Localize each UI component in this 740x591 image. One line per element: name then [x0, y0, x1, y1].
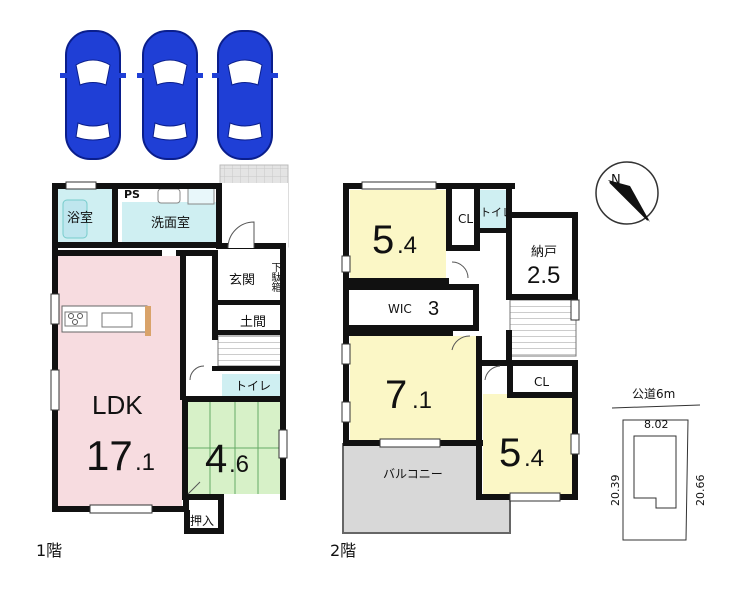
shoe-storage-label: 下駄箱: [269, 262, 280, 292]
balcony-label: バルコニー: [383, 467, 443, 481]
bedroom-sw-size-dec: .1: [412, 387, 432, 414]
closet-label-top: CL: [458, 212, 473, 226]
car-icon: [212, 30, 278, 160]
bedroom-sw: [350, 336, 476, 442]
ldk-label: LDK: [92, 390, 143, 420]
car-icon: [137, 30, 203, 160]
washroom: [122, 202, 216, 242]
site-right-depth: 20.66: [694, 475, 707, 507]
road-label: 公道6m: [632, 387, 675, 401]
ldk-room: [56, 256, 182, 508]
parking-cars: [60, 30, 278, 160]
ldk-size-int: 17: [86, 432, 133, 479]
oshiire-label: 押入: [190, 514, 214, 528]
bedroom-sw-size-int: 7: [385, 373, 407, 417]
wic-label: WIC: [388, 302, 412, 316]
bath-label: 浴室: [67, 210, 93, 226]
closet-label-right: CL: [534, 375, 549, 389]
nando-label: 納戸: [531, 245, 557, 260]
second-floor-label: 2階: [330, 541, 356, 560]
doma-label: 土間: [240, 315, 266, 330]
second-floor-plan: [341, 181, 580, 534]
car-icon: [60, 30, 126, 160]
bedroom-se-size-dec: .4: [524, 445, 544, 472]
toilet-label-first: トイレ: [235, 379, 271, 393]
washitsu-size-dec: .6: [229, 451, 249, 478]
nando-size: 2.5: [527, 262, 560, 289]
bedroom-nw: [350, 190, 446, 278]
site-outline: [611, 404, 701, 541]
first-floor-label: 1階: [36, 541, 62, 560]
north-label: N: [611, 173, 621, 188]
bedroom-se-size-int: 5: [499, 431, 521, 475]
toilet-label-second: トイレ: [480, 206, 513, 219]
bedroom-se: [483, 394, 573, 496]
compass-icon: [595, 161, 659, 225]
first-floor-plan: [50, 164, 289, 534]
wic-size: 3: [428, 298, 439, 320]
bedroom-nw-size-int: 5: [372, 218, 394, 262]
site-left-depth: 20.39: [609, 475, 622, 507]
entrance-label: 玄関: [229, 273, 255, 288]
washroom-label: 洗面室: [151, 215, 190, 231]
wic-room: [350, 290, 476, 326]
bedroom-nw-size-dec: .4: [397, 232, 417, 259]
ps-label: PS: [124, 188, 140, 201]
ldk-size-dec: .1: [135, 449, 155, 476]
washitsu-size-int: 4: [205, 437, 227, 481]
site-top-width: 8.02: [644, 418, 669, 431]
